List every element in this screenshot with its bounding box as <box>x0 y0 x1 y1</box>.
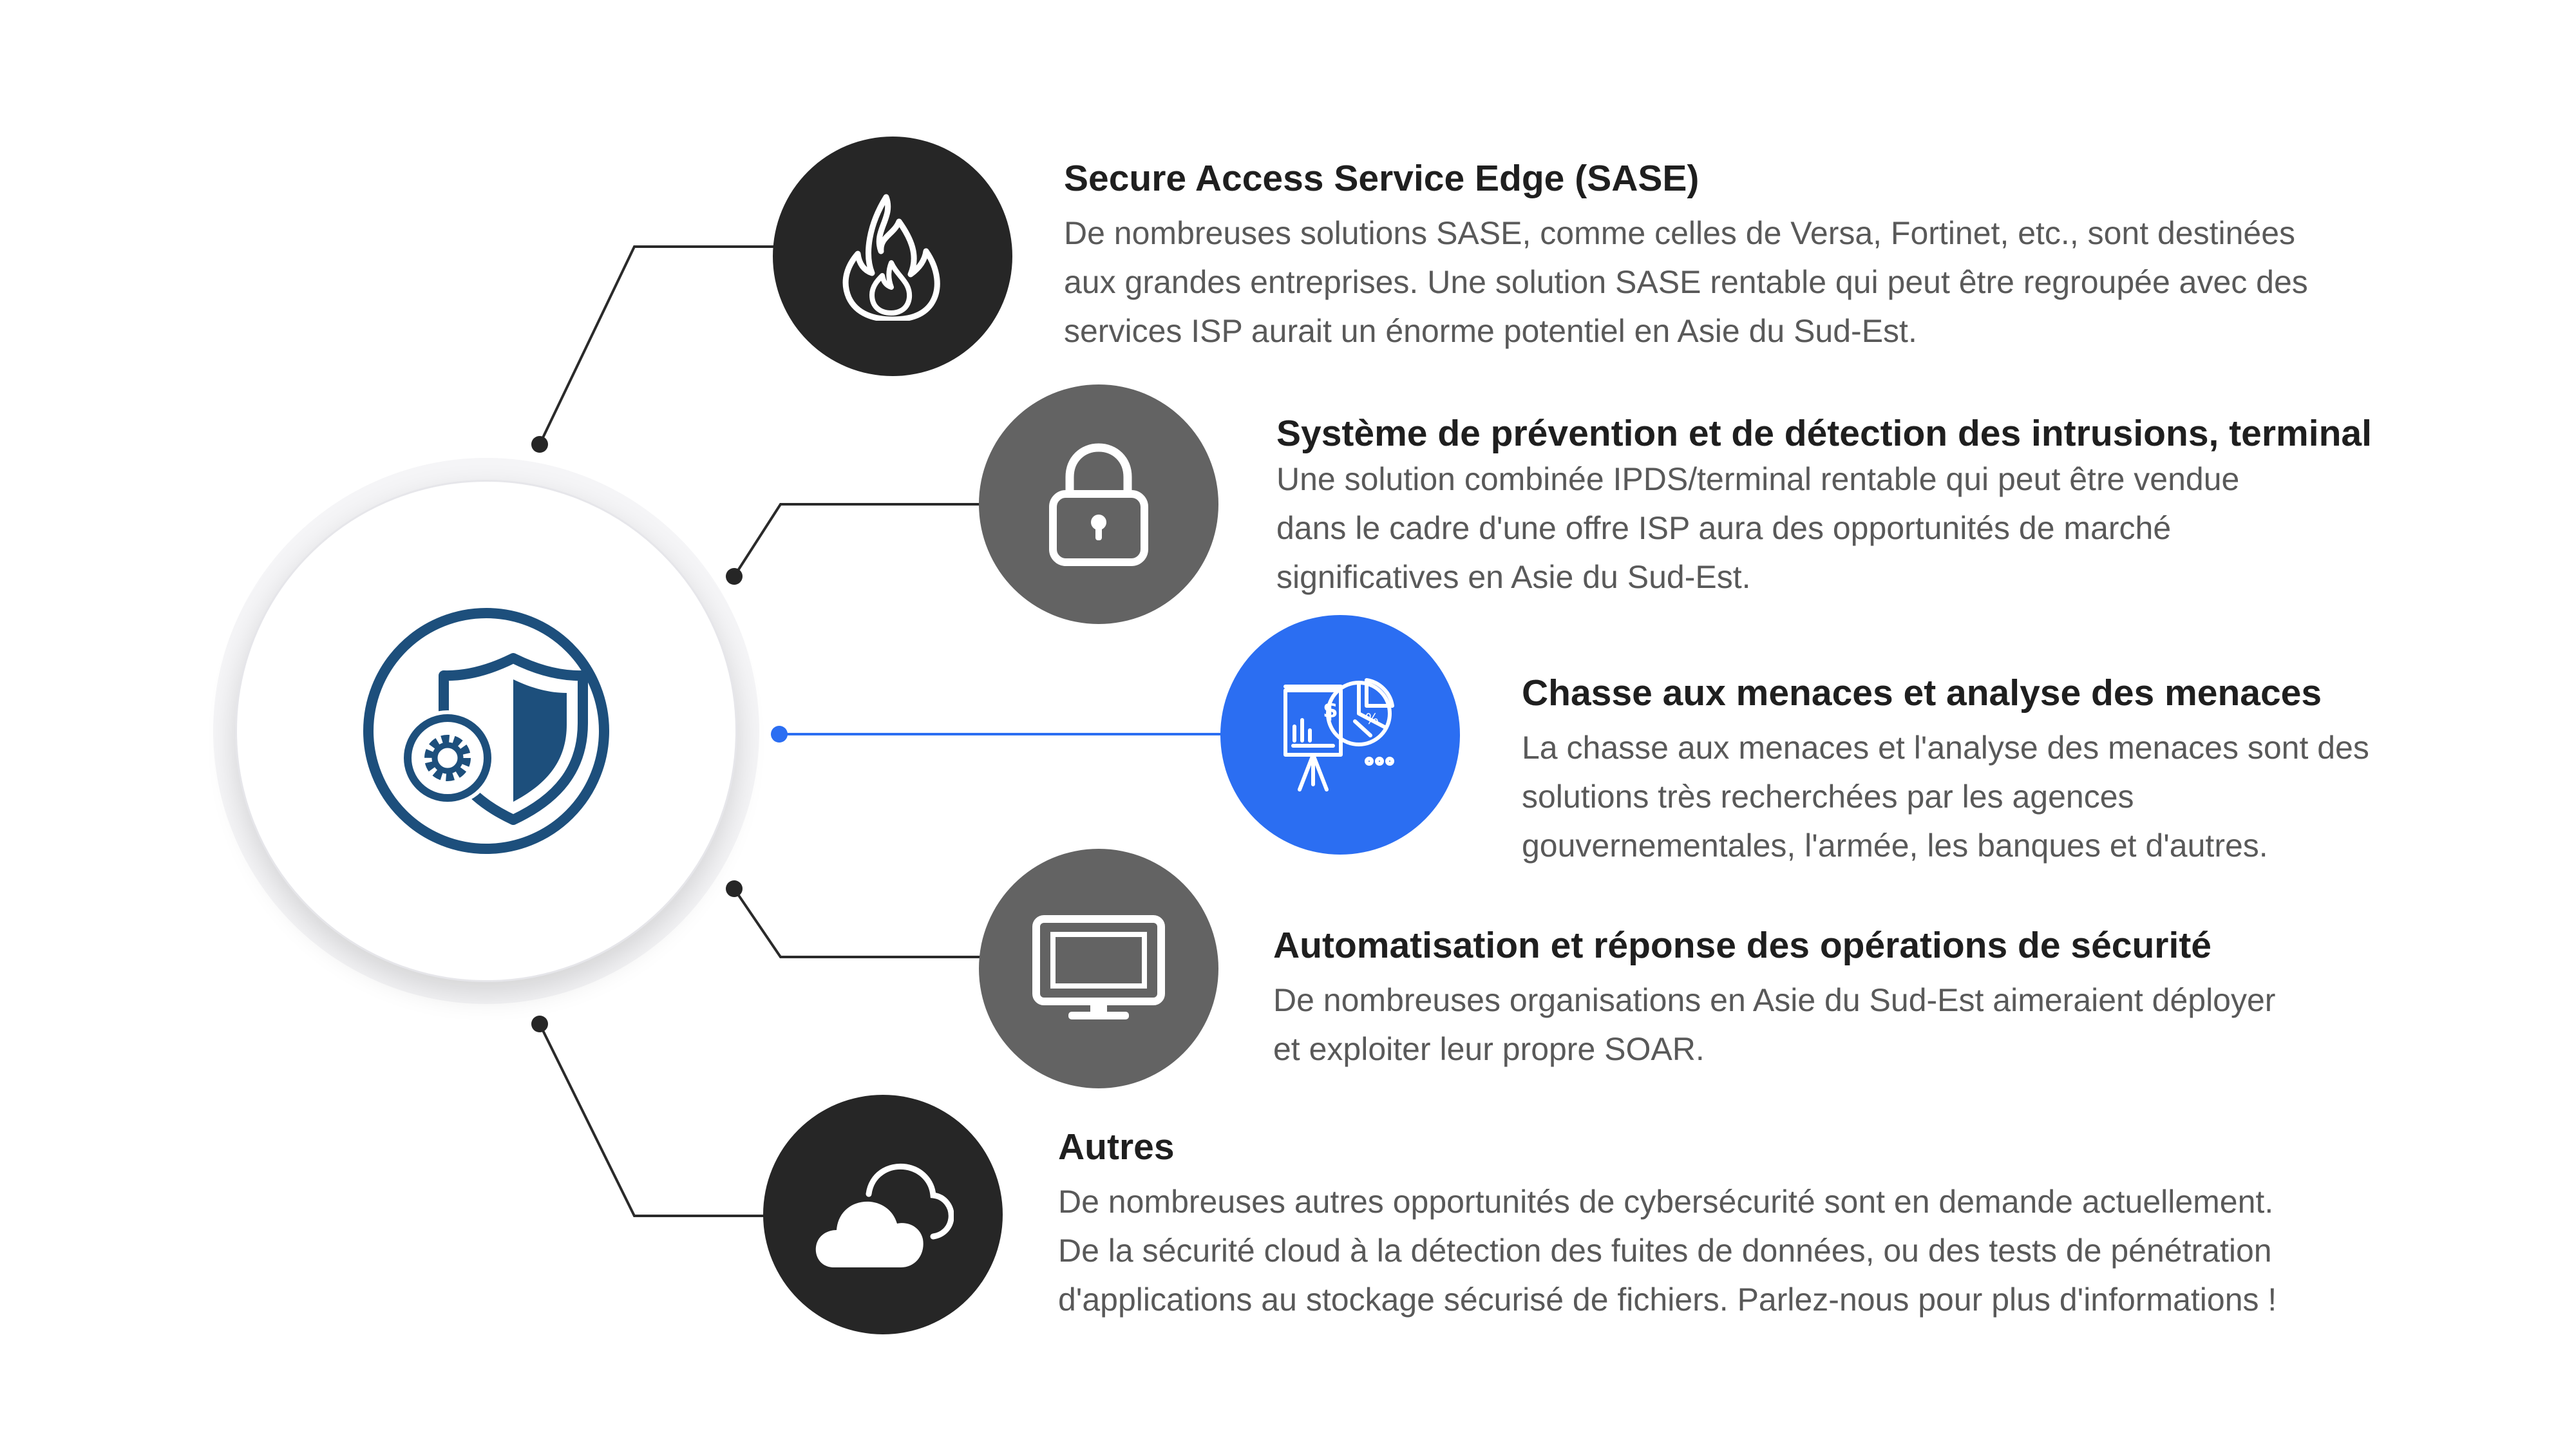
description-line: La chasse aux menaces et l'analyse des m… <box>1522 730 2369 766</box>
description-line: dans le cadre d'une offre ISP aura des o… <box>1276 510 2172 546</box>
text-block-soar: Automatisation et réponse des opérations… <box>1273 924 2275 1074</box>
svg-text:$: $ <box>1323 697 1338 723</box>
connector-line-2 <box>733 503 985 578</box>
description-line: solutions très recherchées par les agenc… <box>1522 779 2134 815</box>
connector-line-4 <box>733 887 985 958</box>
node-others <box>763 1095 1003 1334</box>
item-description: De nombreuses autres opportunités de cyb… <box>1058 1177 2277 1324</box>
connector-dot-1 <box>531 436 548 453</box>
item-description: Une solution combinée IPDS/terminal rent… <box>1276 455 2372 601</box>
description-line: et exploiter leur propre SOAR. <box>1273 1031 1705 1067</box>
presentation-chart-icon: $ % <box>1283 678 1394 791</box>
description-line: services ISP aurait un énorme potentiel … <box>1064 313 1917 349</box>
item-title: Automatisation et réponse des opérations… <box>1273 925 2212 966</box>
central-hub <box>235 480 737 982</box>
flame-icon <box>842 194 940 321</box>
description-line: significatives en Asie du Sud-Est. <box>1276 559 1751 595</box>
description-line: De la sécurité cloud à la détection des … <box>1058 1233 2272 1269</box>
monitor-icon <box>1032 915 1165 1019</box>
connector-dot-2 <box>726 568 743 585</box>
connector-dot-4 <box>726 880 743 897</box>
padlock-icon <box>1049 443 1148 566</box>
node-threat-hunting: $ % <box>1220 615 1460 855</box>
connector-dot-3 <box>771 726 788 743</box>
cloud-icon <box>815 1163 954 1267</box>
description-line: gouvernementales, l'armée, les banques e… <box>1522 828 2268 864</box>
description-line: De nombreuses autres opportunités de cyb… <box>1058 1184 2274 1220</box>
connector-line-1 <box>538 245 779 445</box>
description-line: De nombreuses organisations en Asie du S… <box>1273 982 2276 1018</box>
text-block-sase: Secure Access Service Edge (SASE) De nom… <box>1064 157 2308 355</box>
shield-gear-icon <box>363 608 609 854</box>
node-sase <box>773 137 1012 376</box>
description-line: d'applications au stockage sécurisé de f… <box>1058 1282 2277 1318</box>
item-description: La chasse aux menaces et l'analyse des m… <box>1522 723 2369 870</box>
item-description: De nombreuses solutions SASE, comme cell… <box>1064 209 2308 355</box>
text-block-ipds: Système de prévention et de détection de… <box>1276 412 2372 601</box>
description-line: Une solution combinée IPDS/terminal rent… <box>1276 461 2240 497</box>
svg-text:%: % <box>1365 712 1379 728</box>
description-line: De nombreuses solutions SASE, comme cell… <box>1064 215 2296 251</box>
text-block-others: Autres De nombreuses autres opportunités… <box>1058 1126 2277 1324</box>
item-title: Chasse aux menaces et analyse des menace… <box>1522 672 2322 714</box>
item-description: De nombreuses organisations en Asie du S… <box>1273 976 2275 1074</box>
connector-dot-5 <box>531 1016 548 1032</box>
node-soar <box>979 849 1218 1088</box>
item-title: Système de prévention et de détection de… <box>1276 413 2372 454</box>
description-line: aux grandes entreprises. Une solution SA… <box>1064 264 2308 300</box>
item-title: Secure Access Service Edge (SASE) <box>1064 158 1700 199</box>
item-title: Autres <box>1058 1126 1175 1168</box>
text-block-threat-hunting: Chasse aux menaces et analyse des menace… <box>1522 672 2369 870</box>
node-ipds <box>979 384 1218 624</box>
connector-line-5 <box>538 1023 779 1217</box>
